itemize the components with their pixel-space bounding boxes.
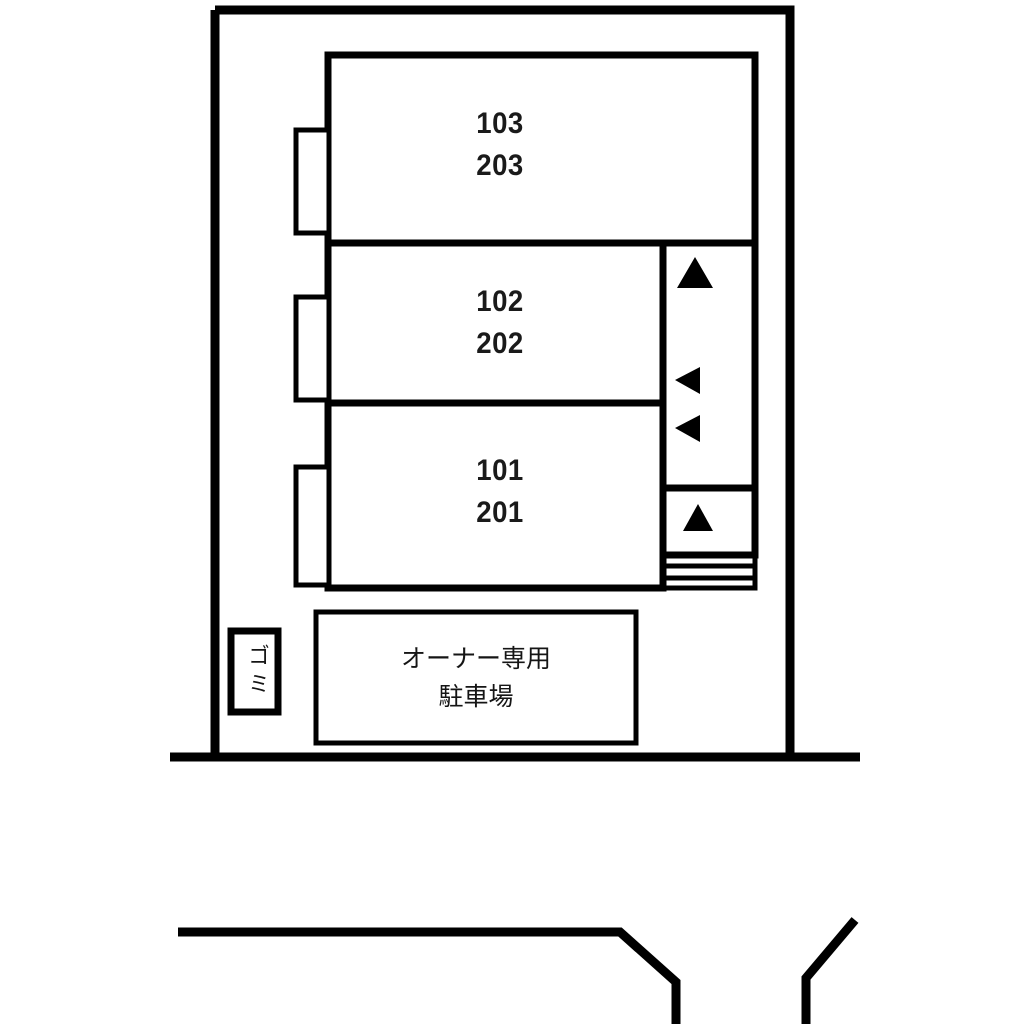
unit-floor1-102: 102 — [476, 285, 524, 318]
balcony-unit-103 — [293, 127, 332, 236]
lower-road-outline — [178, 917, 859, 1024]
parking-label-line2: 駐車場 — [438, 682, 514, 711]
corridor-strip — [659, 239, 759, 591]
entry-arrow-left-lower-icon — [675, 415, 700, 442]
parking-area-label: オーナー専用 駐車場 — [316, 640, 636, 716]
entry-arrow-left-upper-icon — [675, 367, 700, 394]
unit-label-101-201: 101 201 — [415, 450, 584, 534]
corridor-arrow-up-icon — [677, 257, 713, 288]
unit-label-103-203: 103 203 — [415, 103, 584, 187]
parking-area-box — [313, 609, 639, 746]
trash-area-box — [227, 627, 282, 716]
trash-area-label: ゴミ — [244, 644, 269, 700]
parking-label-line1: オーナー専用 — [400, 644, 551, 673]
unit-floor1-101: 101 — [476, 454, 524, 487]
unit-floor2-202: 202 — [476, 327, 524, 360]
balcony-protrusions — [293, 127, 332, 588]
unit-label-102-202: 102 202 — [415, 281, 584, 365]
direction-markers — [675, 257, 713, 531]
balcony-unit-101 — [293, 464, 332, 588]
unit-floor2-201: 201 — [476, 496, 524, 529]
unit-floor2-203: 203 — [476, 149, 524, 182]
stair-arrow-up-icon — [683, 504, 713, 531]
balcony-unit-102 — [293, 294, 332, 403]
unit-floor1-103: 103 — [476, 107, 524, 140]
